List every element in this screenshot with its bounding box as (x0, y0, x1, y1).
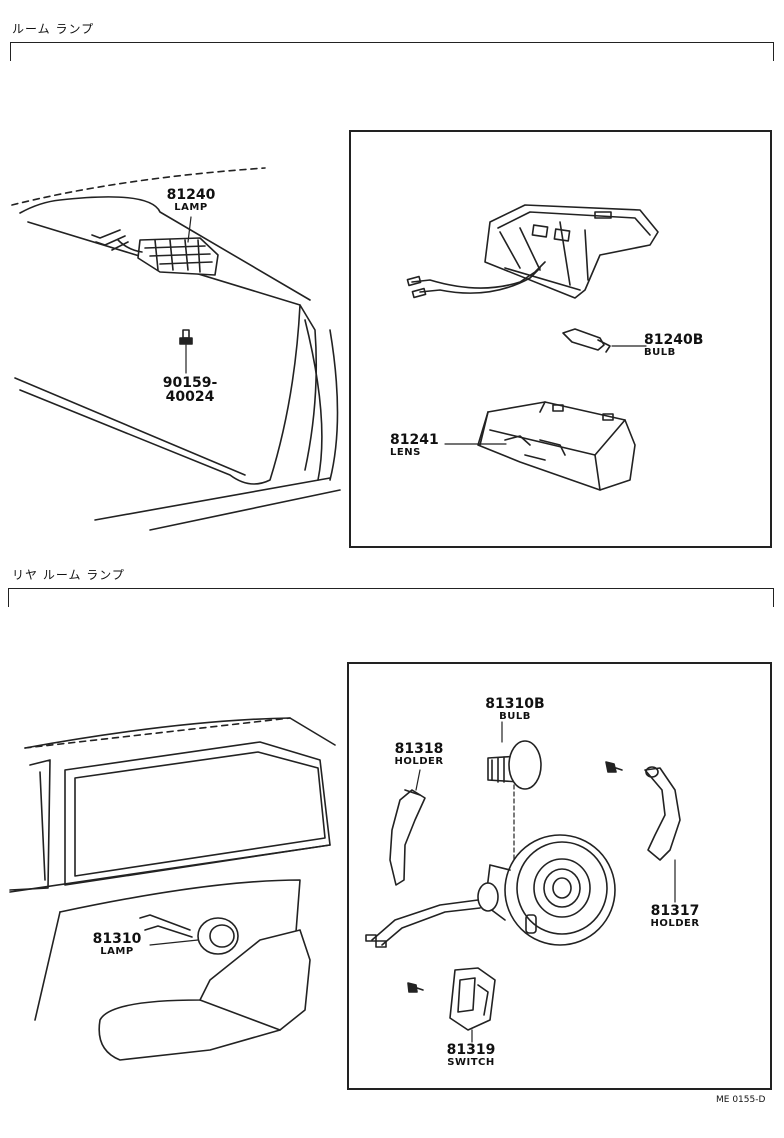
part-number: 81318 (394, 741, 444, 757)
holder-right-icon (644, 766, 681, 861)
part-label-81241: 81241 LENS (390, 433, 446, 458)
part-number: 81241 (390, 432, 439, 448)
part-name: LAMP (174, 202, 208, 213)
lens-icon (477, 401, 636, 491)
small-screw-icon-1 (605, 761, 623, 773)
part-name: SWITCH (447, 1057, 495, 1068)
windshield-illustration (11, 167, 341, 531)
part-label-81318: 81318 HOLDER (388, 742, 450, 767)
part-name: HOLDER (650, 918, 700, 929)
wedge-bulb-icon (487, 740, 542, 790)
part-label-81240b: 81240B BULB (644, 333, 714, 358)
part-name: LAMP (100, 946, 134, 957)
part-number: 81310 (92, 931, 142, 947)
rear-window-illustration (9, 717, 336, 1061)
lamp-housing-icon (406, 204, 659, 299)
part-number: 81319 (446, 1042, 496, 1058)
part-number: 81240B (644, 332, 704, 348)
festoon-bulb-icon (562, 328, 611, 353)
rear-lamp-housing-icon (365, 834, 616, 948)
section-bracket-rear-room-lamp (8, 588, 774, 607)
part-label-81317: 81317 HOLDER (644, 904, 706, 929)
part-label-81319: 81319 SWITCH (440, 1043, 502, 1068)
holder-left-icon (389, 789, 426, 886)
part-name: BULB (499, 711, 531, 722)
part-label-81240: 81240 LAMP (160, 188, 222, 213)
part-label-81310b: 81310B BULB (480, 697, 550, 722)
part-label-81310: 81310 LAMP (86, 932, 148, 957)
section-title-rear-room-lamp: リヤ ルーム ランプ (12, 568, 125, 582)
part-name: HOLDER (394, 756, 444, 767)
screw-icon (179, 329, 193, 345)
part-name: BULB (644, 347, 676, 358)
section-title-room-lamp: ルーム ランプ (12, 22, 95, 36)
switch-icon (449, 967, 496, 1031)
part-name: LENS (390, 447, 421, 458)
small-screw-icon-2 (407, 982, 424, 993)
part-number: 81240 (166, 187, 216, 203)
detail-box-rear-room-lamp (347, 662, 772, 1090)
room-lamp-installed-icon (91, 229, 219, 276)
rear-lamp-installed-icon (139, 914, 239, 955)
detail-box-room-lamp (349, 130, 772, 548)
diagram-code: ME 0155-D (716, 1095, 766, 1105)
section-bracket-room-lamp (10, 42, 774, 61)
part-number: 81317 (650, 903, 700, 919)
part-number: 81310B (485, 696, 545, 712)
part-number: 90159-40024 (162, 375, 218, 405)
part-label-90159-40024: 90159-40024 (140, 376, 240, 404)
